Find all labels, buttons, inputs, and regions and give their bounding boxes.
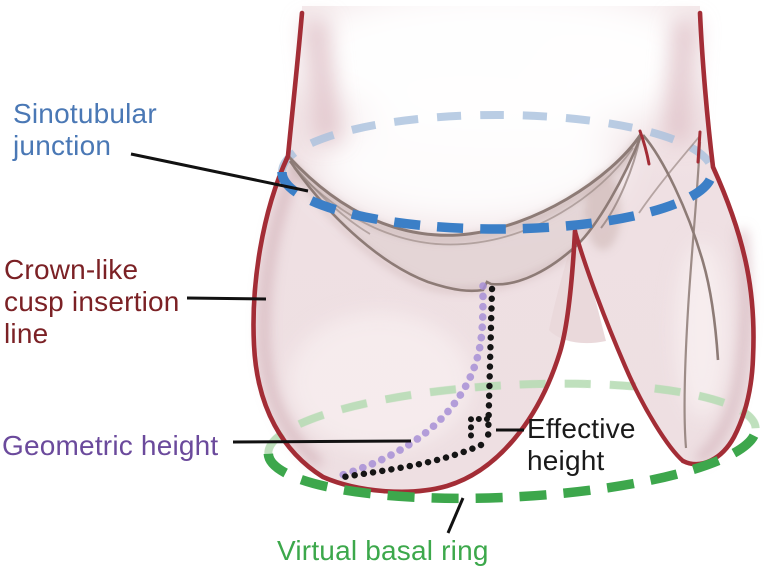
- label-sinotubular-junction: Sinotubular junction: [13, 98, 157, 162]
- pointer-sinotubular-junction: [130, 152, 309, 193]
- geometric-height-dotted-line: [335, 282, 487, 480]
- label-line: Sinotubular: [13, 98, 157, 129]
- label-line: Geometric height: [2, 430, 219, 461]
- pointer-cusp-insertion-line: [186, 296, 267, 301]
- pointer-virtual-basal-ring: [446, 497, 465, 534]
- label-geometric-height: Geometric height: [2, 430, 218, 462]
- label-line: Effective: [527, 413, 636, 444]
- sinotubular-junction-dashed-ellipse: [277, 171, 717, 234]
- label-effective-height: Effective height: [527, 413, 636, 477]
- cusp-insertion-lines: [251, 10, 756, 495]
- label-line: Crown-like: [4, 254, 139, 285]
- pointer-lines: [130, 152, 524, 534]
- label-line: line: [4, 317, 49, 349]
- label-line: cusp insertion: [4, 285, 180, 317]
- label-crown-like-cusp-insertion-line: Crown-like cusp insertion line: [4, 254, 180, 350]
- label-line: Virtual basal ring: [277, 535, 489, 566]
- label-line: height: [527, 444, 605, 476]
- pointer-geometric-height: [232, 439, 412, 444]
- effective-height-dotted-line: [333, 285, 496, 482]
- sinotubular-junction-back-arc: [278, 111, 716, 173]
- label-virtual-basal-ring: Virtual basal ring: [277, 535, 489, 567]
- label-line: junction: [13, 129, 112, 161]
- back-arcs: [264, 111, 760, 454]
